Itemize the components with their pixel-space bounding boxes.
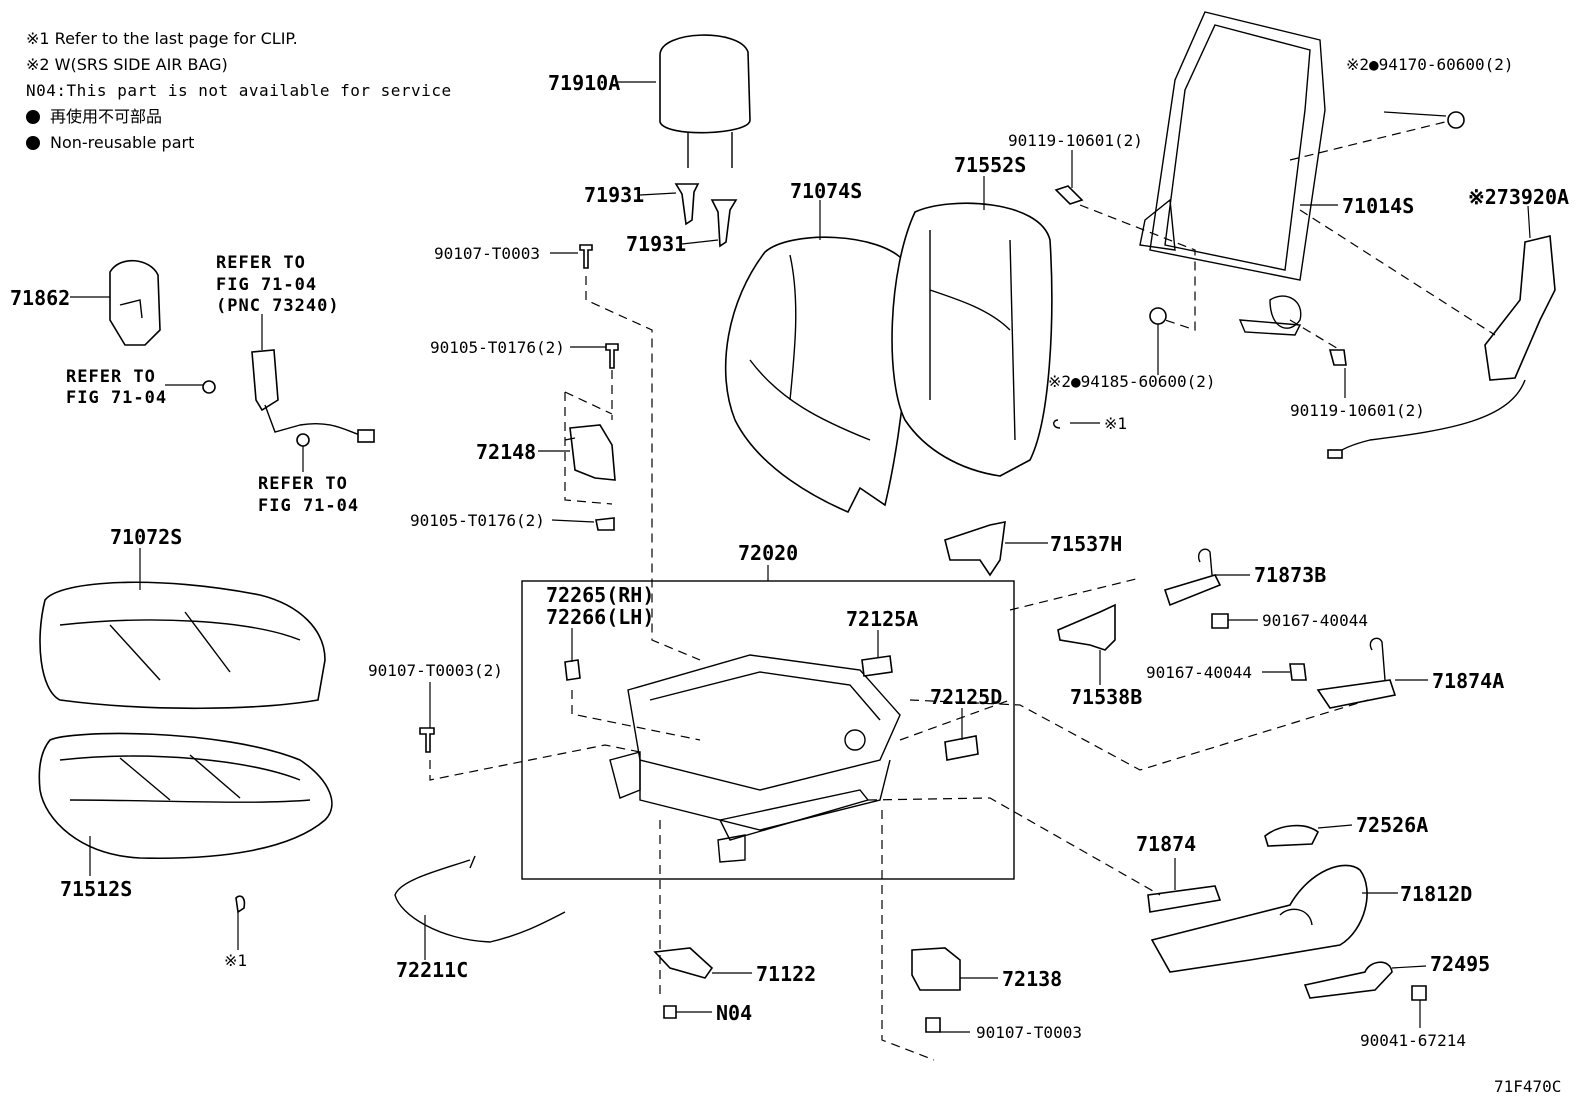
note-nonreusable-en: Non-reusable part (50, 133, 195, 152)
refer-note-1-line1: REFER TO (216, 253, 306, 273)
label-71874A: 71874A (1432, 669, 1504, 693)
cushion-pad-part (38, 732, 333, 860)
non-reusable-dot-icon (26, 110, 40, 124)
refer-note-1-line3: (PNC 73240) (216, 296, 340, 316)
label-clip-note-1: ※1 (1104, 414, 1127, 433)
label-94170: ※2●94170-60600(2) (1346, 55, 1514, 74)
label-71552S: 71552S (954, 153, 1026, 177)
cover-71537H-part (944, 520, 1006, 577)
leader-lines (70, 81, 1531, 1033)
cushion-cover-part (39, 581, 326, 710)
label-72495: 72495 (1430, 952, 1490, 976)
cover-71862-part (109, 259, 161, 346)
label-72265: 72265(RH) (546, 583, 654, 607)
label-71862: 71862 (10, 286, 70, 310)
note-nonreusable-jp: 再使用不可部品 (50, 107, 163, 126)
side-airbag-part (1327, 235, 1556, 459)
side-shield-71812D-part (1150, 864, 1368, 973)
figure-code: 71F470C (1494, 1077, 1561, 1096)
label-71538B: 71538B (1070, 685, 1142, 709)
refer-note-3-line1: REFER TO (258, 474, 348, 494)
label-71874: 71874 (1136, 832, 1196, 856)
part-labels: 71910A 71931 71931 71074S 71552S 90119-1… (10, 55, 1569, 1096)
refer-note-1-line2: FIG 71-04 (216, 275, 317, 295)
label-90167-upper: 90167-40044 (1262, 611, 1368, 630)
label-73920A: ※273920A (1468, 185, 1569, 209)
headrest-part (659, 34, 751, 168)
label-71931-upper: 71931 (584, 183, 644, 207)
seatback-frame-part (1139, 11, 1326, 336)
knob-72495-part (1303, 961, 1393, 999)
label-72125A: 72125A (846, 607, 918, 631)
cover-71874-part (1147, 885, 1222, 913)
clip-72265-part (564, 659, 581, 681)
label-90107-lower: 90107-T0003 (976, 1023, 1082, 1042)
refer-note-3-line2: FIG 71-04 (258, 496, 359, 516)
hook-71874A-part (1316, 637, 1397, 709)
label-90119-upper: 90119-10601(2) (1008, 131, 1143, 150)
label-72266: 72266(LH) (546, 605, 654, 629)
label-71072S: 71072S (110, 525, 182, 549)
label-90167-lower: 90167-40044 (1146, 663, 1252, 682)
wire-harness-72211C-part (394, 855, 566, 943)
bracket-72148-part (564, 424, 616, 481)
label-90107-upper: 90107-T0003 (434, 244, 540, 263)
note-n04: N04:This part is not available for servi… (26, 81, 452, 100)
seatback-pad-part (891, 202, 1053, 477)
label-90119-lower: 90119-10601(2) (1290, 401, 1425, 420)
label-90105-lower: 90105-T0176(2) (410, 511, 545, 530)
bolt-parts (419, 111, 1465, 1033)
connector-72125D-part (944, 735, 979, 761)
seatback-cover-part (724, 236, 910, 514)
label-71014S: 71014S (1342, 194, 1414, 218)
label-71931-lower: 71931 (626, 232, 686, 256)
clip-part (235, 419, 1061, 914)
headrest-guide-part (674, 183, 738, 248)
label-90105-upper: 90105-T0176(2) (430, 338, 565, 357)
label-71122: 71122 (756, 962, 816, 986)
non-reusable-dot-icon (26, 136, 40, 150)
label-71812D: 71812D (1400, 882, 1472, 906)
label-clip-note-2: ※1 (224, 951, 247, 970)
connector-72125A-part (861, 655, 893, 677)
refer-note-2-line2: FIG 71-04 (66, 388, 167, 408)
legend-notes: ※1 Refer to the last page for CLIP. ※2 W… (26, 26, 452, 156)
note-clip: ※1 Refer to the last page for CLIP. (26, 29, 298, 48)
label-71512S: 71512S (60, 877, 132, 901)
guide-lines (429, 121, 1496, 1061)
label-94185: ※2●94185-60600(2) (1048, 372, 1216, 391)
label-72148: 72148 (476, 440, 536, 464)
note-srs: ※2 W(SRS SIDE AIR BAG) (26, 55, 228, 74)
label-N04: N04 (716, 1001, 752, 1025)
refer-note-2-line1: REFER TO (66, 367, 156, 387)
label-72020: 72020 (738, 541, 798, 565)
label-71537H: 71537H (1050, 532, 1122, 556)
label-72211C: 72211C (396, 958, 468, 982)
label-72125D: 72125D (930, 685, 1002, 709)
label-72526A: 72526A (1356, 813, 1428, 837)
label-90041: 90041-67214 (1360, 1031, 1466, 1050)
label-72138: 72138 (1002, 967, 1062, 991)
knob-72526A-part (1264, 824, 1320, 847)
label-71074S: 71074S (790, 179, 862, 203)
seat-belt-buckle-part (202, 349, 375, 447)
bracket-71122-part (653, 947, 714, 979)
hook-71873B-part (1163, 548, 1222, 607)
cover-72138-part (911, 947, 961, 991)
label-71873B: 71873B (1254, 563, 1326, 587)
label-90107-middle: 90107-T0003(2) (368, 661, 503, 680)
label-71910A: 71910A (548, 71, 620, 95)
cover-71538B-part (1057, 603, 1116, 651)
